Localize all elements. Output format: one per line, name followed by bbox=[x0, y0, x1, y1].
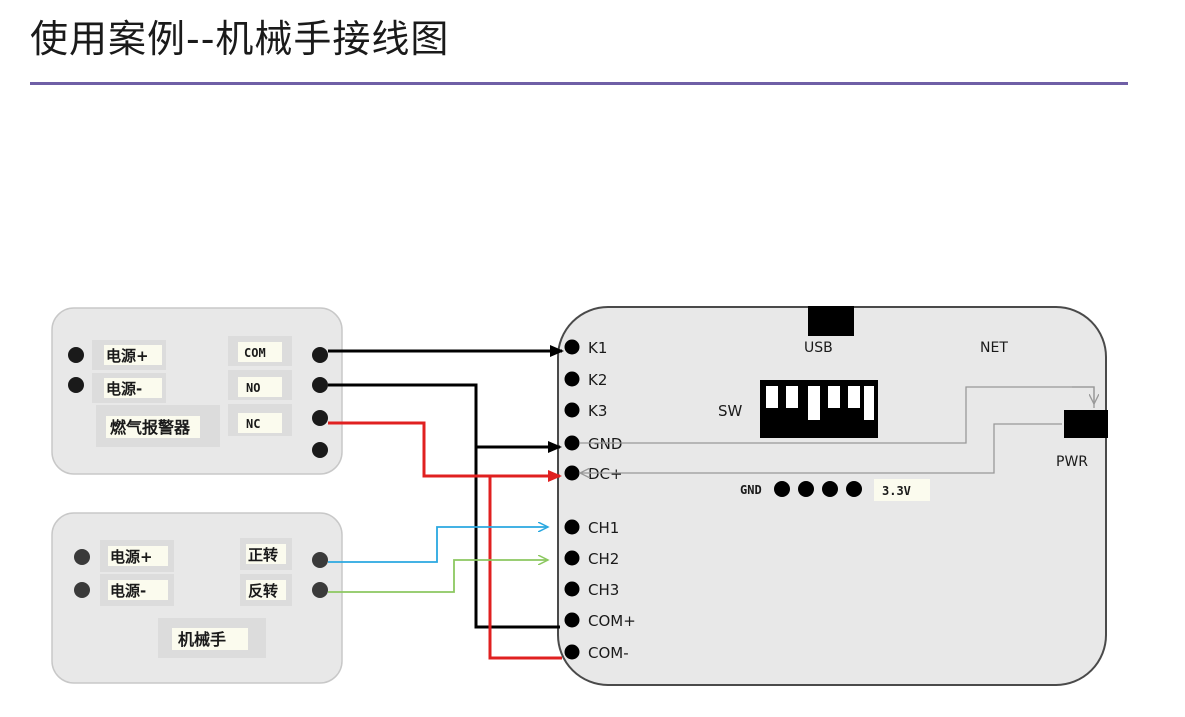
manipulator-forward-terminal bbox=[312, 552, 328, 568]
gas-alarm-com-terminal bbox=[312, 347, 328, 363]
terminal-gnd bbox=[564, 435, 580, 451]
wire-nc-dc-plus bbox=[328, 421, 562, 482]
gas-alarm-power-neg-label: 电源- bbox=[106, 380, 142, 398]
terminal-dc-plus bbox=[564, 465, 580, 481]
header-pin bbox=[798, 481, 814, 497]
terminal-label: CH3 bbox=[588, 581, 619, 599]
page-title: 使用案例--机械手接线图 bbox=[30, 17, 450, 61]
gas-alarm-device: 电源+ 电源- 燃气报警器 COM NO NC bbox=[51, 307, 343, 475]
gas-alarm-nc-terminal bbox=[312, 410, 328, 426]
header-3v3-label: 3.3V bbox=[882, 484, 911, 498]
terminal-k3 bbox=[564, 402, 580, 418]
manipulator-device: 电源+ 电源- 正转 反转 机械手 bbox=[51, 512, 343, 684]
gas-alarm-no-label: NO bbox=[246, 381, 260, 395]
header-gnd-label: GND bbox=[740, 483, 762, 497]
gas-alarm-spare-terminal bbox=[312, 442, 328, 458]
terminal-label: COM+ bbox=[588, 612, 636, 630]
manipulator-power-neg-label: 电源- bbox=[110, 582, 146, 600]
terminal-label: CH1 bbox=[588, 519, 619, 537]
manipulator-power-pos-terminal bbox=[74, 549, 90, 565]
wire-no-com-plus bbox=[328, 383, 560, 629]
terminal-ch2 bbox=[564, 550, 580, 566]
wire-reverse-ch2 bbox=[328, 560, 548, 593]
terminal-label: K3 bbox=[588, 402, 607, 420]
header-pin bbox=[846, 481, 862, 497]
terminal-com-minus bbox=[564, 644, 580, 660]
terminal-label: K2 bbox=[588, 371, 607, 389]
wire-forward-ch1 bbox=[328, 527, 548, 563]
gas-alarm-power-pos-terminal bbox=[68, 347, 84, 363]
wire-com-minus bbox=[488, 476, 562, 660]
terminal-k2 bbox=[564, 371, 580, 387]
wire-pwr-dc-plus bbox=[580, 423, 1062, 473]
manipulator-power-neg-terminal bbox=[74, 582, 90, 598]
manipulator-forward-label: 正转 bbox=[248, 546, 278, 564]
header-pin bbox=[774, 481, 790, 497]
dip-switch bbox=[760, 380, 878, 438]
gas-alarm-power-pos-label: 电源+ bbox=[106, 347, 149, 365]
sw-label: SW bbox=[718, 402, 743, 420]
usb-label: USB bbox=[804, 340, 833, 356]
terminal-label: CH2 bbox=[588, 550, 619, 568]
gas-alarm-power-neg-terminal bbox=[68, 377, 84, 393]
manipulator-power-pos-label: 电源+ bbox=[110, 548, 153, 566]
terminal-ch1 bbox=[564, 519, 580, 535]
usb-port bbox=[808, 306, 854, 336]
terminal-label: GND bbox=[588, 435, 622, 453]
gas-alarm-no-terminal bbox=[312, 377, 328, 393]
terminal-com-plus bbox=[564, 612, 580, 628]
gas-alarm-nc-label: NC bbox=[246, 417, 260, 431]
manipulator-reverse-terminal bbox=[312, 582, 328, 598]
title-divider bbox=[30, 82, 1128, 85]
terminal-label: COM- bbox=[588, 644, 629, 662]
gas-alarm-name: 燃气报警器 bbox=[110, 418, 191, 437]
manipulator-reverse-label: 反转 bbox=[248, 582, 278, 600]
pwr-label: PWR bbox=[1056, 454, 1088, 470]
header-pin bbox=[822, 481, 838, 497]
terminal-k1 bbox=[564, 339, 580, 355]
wire-pwr-gnd-arrow bbox=[1072, 386, 1094, 404]
terminal-label: K1 bbox=[588, 339, 607, 357]
net-label: NET bbox=[980, 340, 1008, 356]
terminal-ch3 bbox=[564, 581, 580, 597]
gas-alarm-com-label: COM bbox=[244, 346, 266, 360]
pwr-port bbox=[1064, 410, 1108, 438]
terminal-label: DC+ bbox=[588, 465, 623, 483]
controller-board: USB NET PWR SW GND 3.3V bbox=[557, 306, 1108, 686]
manipulator-name: 机械手 bbox=[178, 630, 226, 649]
wires bbox=[328, 345, 1094, 660]
